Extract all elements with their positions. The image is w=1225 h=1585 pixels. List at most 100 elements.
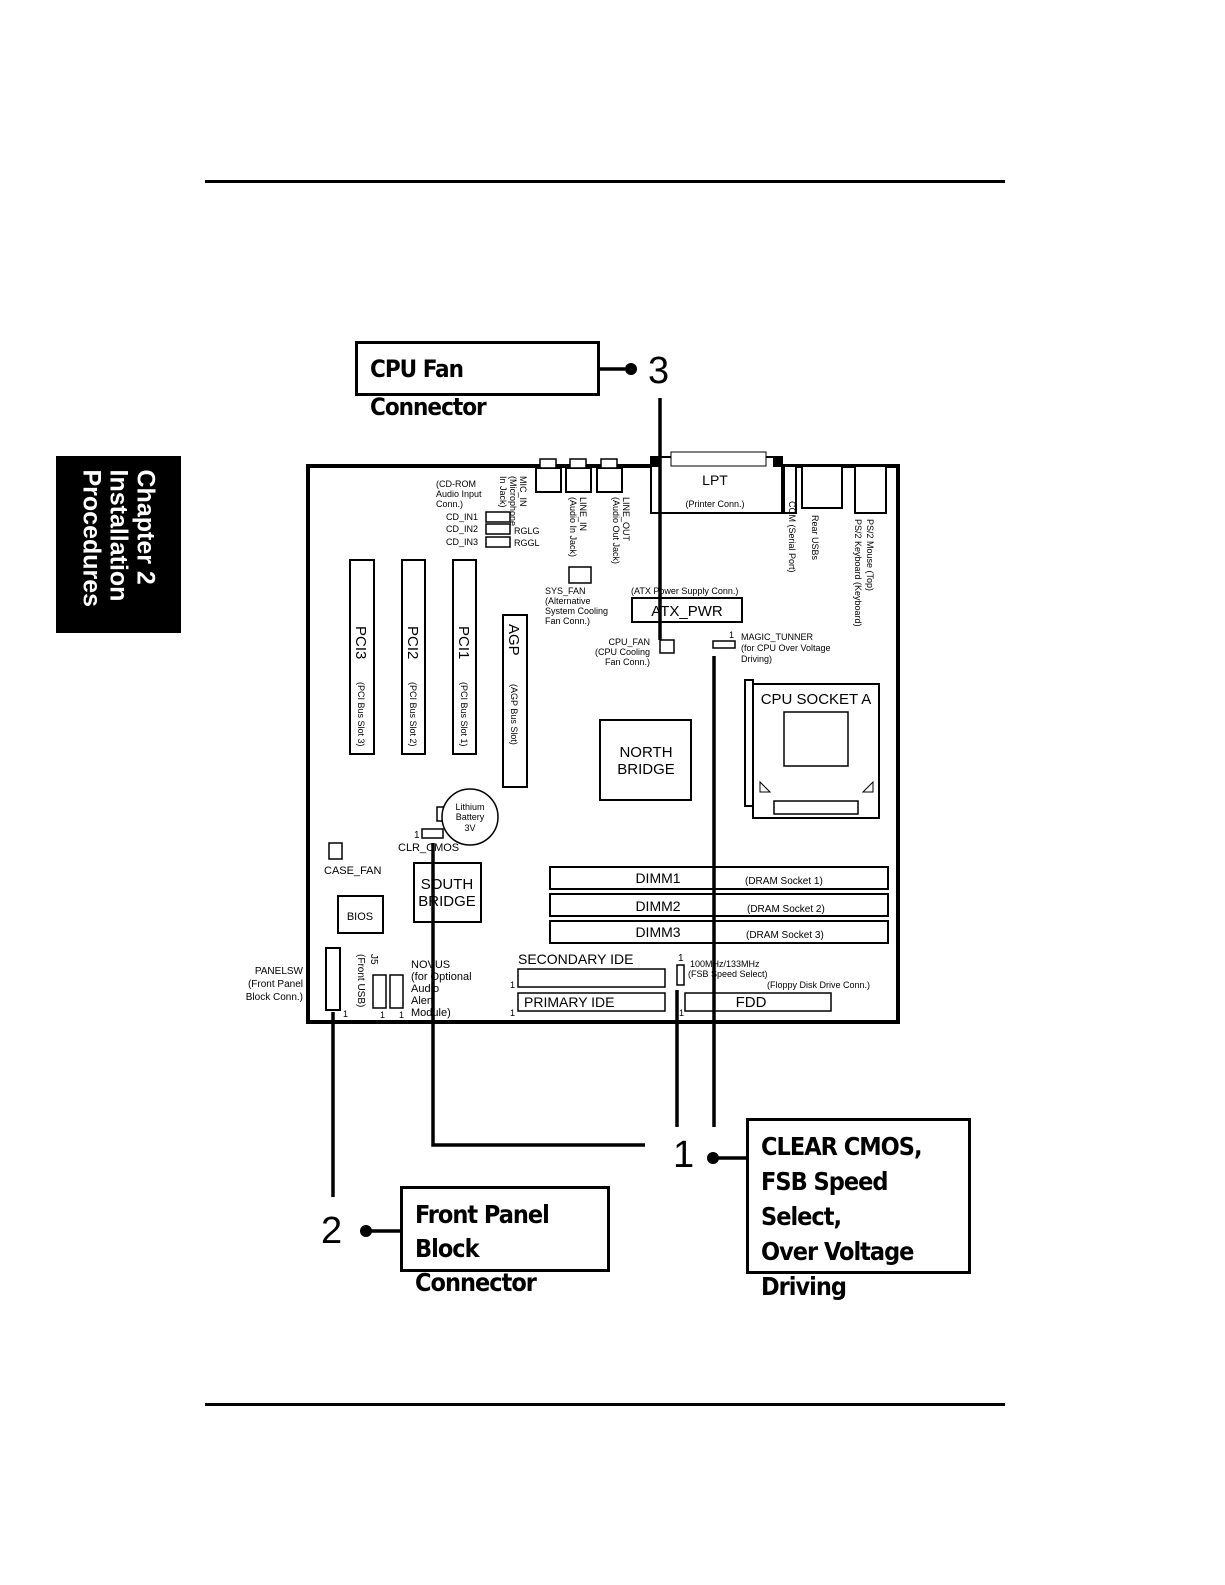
novus-line3: Audio [411, 983, 439, 995]
fsb-line1: 100MHz/133MHz [690, 959, 760, 969]
top-rule [205, 180, 1005, 183]
bios-label: BIOS [347, 911, 373, 923]
cpu-fan-header [659, 639, 675, 654]
j5-line2: (Front USB) [355, 954, 366, 1007]
line-in-jack [565, 467, 592, 493]
cpu-socket-label: CPU SOCKET A [761, 691, 872, 708]
rglg-label: RGLG [514, 526, 540, 536]
cd-in2-header [485, 523, 511, 535]
cd-in1-label: CD_IN1 [446, 512, 478, 522]
rear-usb-label: Rear USBs [810, 515, 820, 561]
bios-chip [337, 895, 384, 934]
case-fan-label: CASE_FAN [324, 865, 382, 877]
sys-fan-line1: SYS_FAN [545, 586, 586, 596]
novus-line2: (for Optional [411, 971, 472, 983]
fsb-jumper [676, 964, 685, 986]
cd-in1-header [485, 511, 511, 523]
pci2-caption: (PCI Bus Slot 2) [408, 682, 418, 747]
dimm3-label: DIMM3 [635, 924, 680, 940]
cpu-fan-line2: (CPU Cooling [595, 647, 650, 657]
panelsw-line3: Block Conn.) [246, 992, 303, 1003]
ps2-line2: PS/2 Keyboard (Keyboard) [853, 519, 863, 627]
agp-caption: (AGP Bus Slot) [509, 684, 519, 745]
front-panel-callout: Front Panel Block Connector [400, 1186, 610, 1297]
case-fan-header [328, 842, 343, 860]
line-out-line1: LINE_OUT [621, 497, 631, 542]
ps2-line1: PS/2 Mouse (Top) [865, 519, 875, 591]
secondary-ide-connector [517, 968, 666, 988]
line-in-line2: (Audio In Jack) [568, 497, 578, 557]
chapter-side-tab: Chapter 2 Installation Procedures [56, 456, 181, 633]
pci3-slot [349, 559, 375, 755]
north-line2: BRIDGE [617, 761, 675, 778]
line-out-line2: (Audio Out Jack) [611, 497, 621, 564]
fdd-pin-one: 1 [679, 1008, 684, 1018]
novus-line4: Alert [411, 995, 434, 1007]
sys-fan-line3: System Cooling [545, 606, 608, 616]
magic-line1: MAGIC_TUNNER [741, 632, 814, 642]
south-bridge-chip [413, 862, 482, 923]
magic-line2: (for CPU Over Voltage [741, 643, 831, 653]
novus-line5: Module) [411, 1007, 451, 1019]
front-usb-header-b [389, 974, 404, 1009]
clear-cmos-callout-line2: FSB Speed Select, [761, 1167, 888, 1231]
cd-in3-header [485, 536, 511, 548]
mic-in-line2: (Microphone [508, 476, 518, 526]
battery-line3: 3V [464, 823, 475, 833]
dimm2-socket [549, 893, 889, 917]
front-panel-callout-line1: Front Panel [415, 1200, 550, 1229]
clr-cmos-label: CLR_CMOS [398, 842, 459, 854]
magic-pin-one: 1 [729, 630, 734, 640]
callout-number-3: 3 [648, 350, 670, 392]
pci2-slot [401, 559, 426, 755]
pci1-slot [452, 559, 477, 755]
usb-a-pin-one: 1 [380, 1010, 385, 1020]
front-usb-header-a [372, 974, 387, 1009]
mic-in-line3: In Jack) [498, 476, 508, 508]
clear-cmos-callout-line4: Driving [761, 1272, 847, 1301]
cpu-fan-callout: CPU Fan Connector [355, 341, 600, 421]
dimm1-label: DIMM1 [635, 870, 680, 886]
j5-line1: J5 [368, 954, 379, 965]
dimm1-socket [549, 866, 889, 890]
north-line1: NORTH [619, 744, 672, 761]
clr-cmos-jumper [421, 828, 444, 839]
atx-pwr-label: ATX_PWR [651, 603, 723, 620]
battery-line1: Lithium [455, 802, 484, 812]
agp-label: AGP [505, 624, 522, 656]
south-line1: SOUTH [421, 876, 474, 893]
panelsw-line2: (Front Panel [248, 979, 303, 990]
lpt-caption: (Printer Conn.) [685, 499, 744, 509]
pci2-label: PCI2 [404, 626, 421, 659]
clear-cmos-callout-line3: Over Voltage [761, 1237, 914, 1266]
clear-cmos-callout-line1: CLEAR CMOS, [761, 1132, 923, 1161]
pci3-label: PCI3 [352, 626, 369, 659]
front-panel-callout-line2: Block Connector [415, 1234, 537, 1297]
bottom-rule [205, 1403, 1005, 1406]
leader-lines [331, 367, 746, 1233]
panelsw-pin-one: 1 [343, 1009, 348, 1019]
primary-ide-pin-one: 1 [510, 1008, 515, 1018]
mic-in-jack [535, 467, 562, 493]
agp-slot [502, 614, 528, 788]
panelsw-line1: PANELSW [255, 966, 304, 977]
dimm2-label: DIMM2 [635, 898, 680, 914]
dimm1-caption: (DRAM Socket 1) [745, 876, 823, 887]
sys-fan-header [568, 566, 592, 584]
cdrom-line2: Audio Input [436, 489, 482, 499]
primary-ide-connector [517, 992, 666, 1012]
south-line2: BRIDGE [418, 893, 476, 910]
cpu-fan-callout-text: CPU Fan Connector [370, 355, 487, 421]
pci3-caption: (PCI Bus Slot 3) [356, 682, 366, 747]
lithium-battery [441, 788, 499, 846]
cpu-fan-line3: Fan Conn.) [605, 657, 650, 667]
rear-usb-connector [801, 465, 843, 509]
atx-pwr-connector [631, 597, 743, 623]
fsb-line2: (FSB Speed Select) [688, 969, 768, 979]
pci1-label: PCI1 [455, 626, 472, 659]
mic-in-line1: MIC_IN [518, 476, 528, 507]
novus-line1: NOVUS [411, 959, 450, 971]
fdd-label: FDD [736, 994, 767, 1011]
secondary-ide-pin-one: 1 [510, 980, 515, 990]
